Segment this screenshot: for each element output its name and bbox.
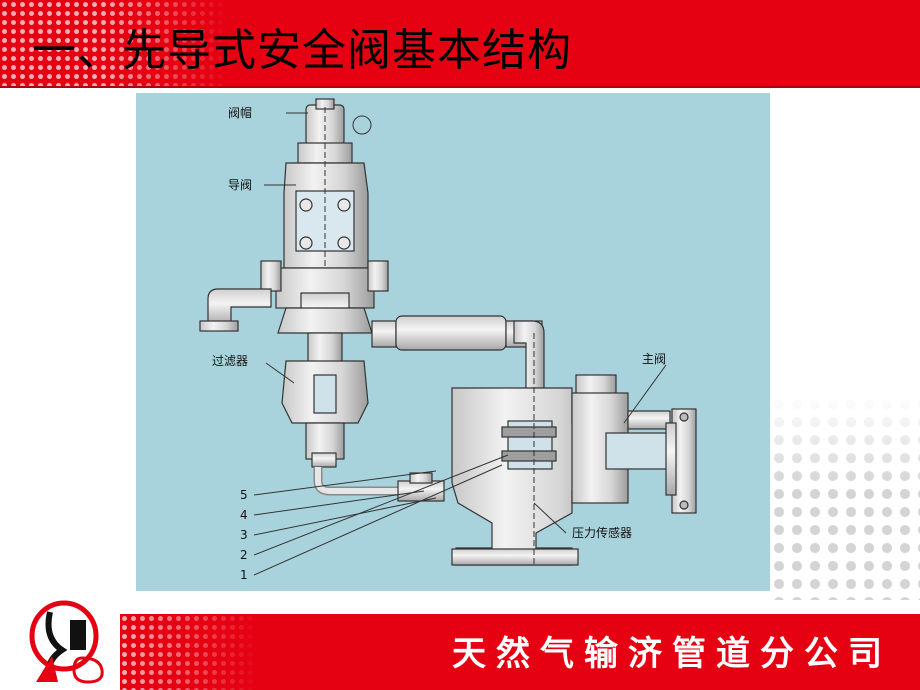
part-number-4: 4 <box>240 508 248 522</box>
label-pressure-sensor: 压力传感器 <box>572 525 632 540</box>
part-number-5: 5 <box>240 488 248 502</box>
company-name: 天然气输济管道分公司 <box>452 634 892 674</box>
diagram-labels: 阀帽 导阀 过滤器 主阀 压力传感器 5 4 3 2 1 <box>212 105 666 582</box>
leader-lines <box>253 112 667 576</box>
part-number-1: 1 <box>240 568 248 582</box>
valve-structure-diagram: 阀帽 导阀 过滤器 主阀 压力传感器 5 4 3 2 1 <box>136 93 770 591</box>
label-filter: 过滤器 <box>212 354 248 368</box>
main-valve-body <box>451 333 607 566</box>
part-number-2: 2 <box>240 548 248 562</box>
pilot-valve <box>260 98 389 343</box>
label-pilot-valve: 导阀 <box>228 178 252 192</box>
slide-title: 一、先导式安全阀基本结构 <box>32 25 572 76</box>
title-band-dot-pattern <box>0 0 230 86</box>
title-band <box>0 0 920 86</box>
part-number-3: 3 <box>240 528 248 542</box>
pilot-outlet-pipe <box>199 288 272 332</box>
filter-assembly <box>281 332 369 468</box>
main-valve-outlet <box>605 408 697 514</box>
right-dot-pattern <box>770 395 920 600</box>
label-main-valve: 主阀 <box>642 352 666 366</box>
label-valve-cap: 阀帽 <box>228 105 252 120</box>
footer-dot-pattern <box>120 614 260 690</box>
title-band-rule <box>0 86 920 88</box>
valve-drawing <box>199 98 697 576</box>
gauge-mark-icon <box>352 115 372 135</box>
sinopec-logo-icon <box>29 600 104 684</box>
